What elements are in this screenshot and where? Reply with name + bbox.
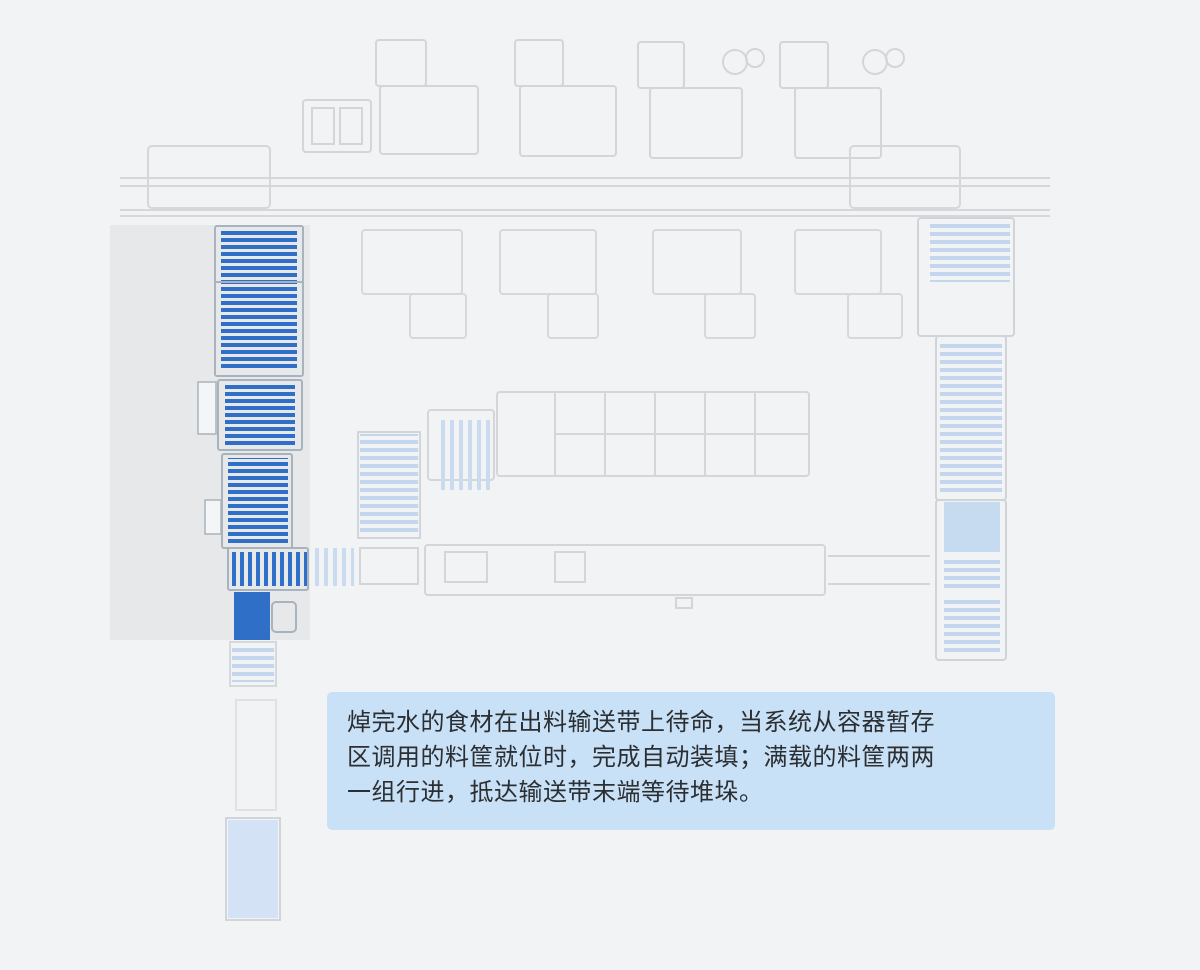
transfer-conveyor-body [359, 544, 930, 609]
right-vertical-conveyor [917, 217, 1015, 661]
blanching-machine-row-top [302, 39, 905, 159]
caption-box: 焯完水的食材在出料输送带上待命，当系统从容器暂存 区调用的料筐就位时，完成自动装… [327, 692, 1055, 830]
caption-line-1: 焯完水的食材在出料输送带上待命，当系统从容器暂存 [347, 708, 935, 736]
crate-lifter [234, 592, 270, 640]
empty-crate-conveyor [357, 420, 492, 539]
stacking-conveyor-faded [225, 641, 281, 921]
faded-roller-section [306, 548, 354, 586]
caption-line-3: 一组行进，抵达输送带末端等待堆垛。 [347, 778, 764, 806]
discharge-conveyor-active [110, 225, 310, 640]
blanching-machine-row-middle [361, 229, 903, 339]
overhead-rail [120, 145, 1050, 217]
caption-line-2: 区调用的料筐就位时，完成自动装填；满载的料筐两两 [347, 743, 935, 771]
